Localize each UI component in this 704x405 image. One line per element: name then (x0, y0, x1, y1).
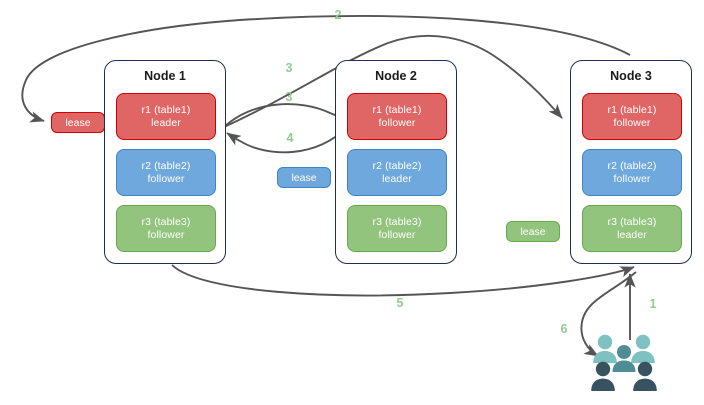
lease-label: lease (520, 225, 546, 238)
replica-node2-r2[interactable]: r2 (table2) leader (347, 149, 447, 196)
replica-name: r1 (table1) (141, 103, 191, 116)
replica-role: follower (378, 116, 416, 129)
client-figure-front-left (591, 361, 615, 391)
lease-label: lease (291, 171, 317, 184)
arrow-step-5 (171, 264, 635, 297)
replica-role: follower (378, 228, 416, 241)
replica-role: leader (151, 116, 181, 129)
replica-role: follower (147, 172, 185, 185)
step-label-4: 4 (286, 131, 294, 145)
node-box-1[interactable]: Node 1 r1 (table1) leader r2 (table2) fo… (104, 60, 226, 264)
replica-node3-r1[interactable]: r1 (table1) follower (582, 93, 682, 140)
replica-name: r1 (table1) (607, 103, 657, 116)
replica-name: r2 (table2) (607, 159, 657, 172)
replica-node1-r1[interactable]: r1 (table1) leader (116, 93, 216, 140)
step-label-5: 5 (396, 296, 404, 310)
step-label-2: 2 (334, 8, 342, 22)
lease-chip-table1: lease (51, 112, 105, 133)
replica-node1-r2[interactable]: r2 (table2) follower (116, 149, 216, 196)
node-box-3[interactable]: Node 3 r1 (table1) follower r2 (table2) … (570, 60, 692, 264)
arrow-step-3-lower (223, 103, 351, 128)
replica-role: follower (613, 116, 651, 129)
replica-node2-r3[interactable]: r3 (table3) follower (347, 205, 447, 252)
replica-node1-r3[interactable]: r3 (table3) follower (116, 205, 216, 252)
lease-label: lease (65, 116, 91, 129)
step-label-3-lower: 3 (285, 90, 293, 104)
replica-name: r3 (table3) (607, 215, 657, 228)
replica-role: leader (617, 228, 647, 241)
replica-node3-r2[interactable]: r2 (table2) follower (582, 149, 682, 196)
step-label-1: 1 (649, 297, 657, 311)
replica-name: r2 (table2) (372, 159, 422, 172)
replica-name: r2 (table2) (141, 159, 191, 172)
lease-chip-table3: lease (506, 221, 560, 242)
replica-name: r3 (table3) (372, 215, 422, 228)
client-figure-middle (612, 345, 636, 372)
replica-name: r1 (table1) (372, 103, 422, 116)
step-label-3-upper: 3 (285, 61, 293, 75)
replica-node3-r3[interactable]: r3 (table3) leader (582, 205, 682, 252)
client-figure-back-right (631, 334, 655, 363)
node-title: Node 2 (375, 69, 417, 83)
client-figure-front-right (633, 361, 657, 391)
replica-role: leader (382, 172, 412, 185)
lease-chip-table2: lease (277, 167, 331, 188)
replica-role: follower (613, 172, 651, 185)
replica-name: r3 (table3) (141, 215, 191, 228)
step-label-6: 6 (560, 322, 568, 336)
replica-node2-r1[interactable]: r1 (table1) follower (347, 93, 447, 140)
node-title: Node 1 (144, 69, 186, 83)
node-box-2[interactable]: Node 2 r1 (table1) follower r2 (table2) … (335, 60, 457, 264)
people-group-icon (591, 334, 657, 391)
client-figure-back-left (593, 334, 617, 363)
replica-role: follower (147, 228, 185, 241)
node-title: Node 3 (610, 69, 652, 83)
